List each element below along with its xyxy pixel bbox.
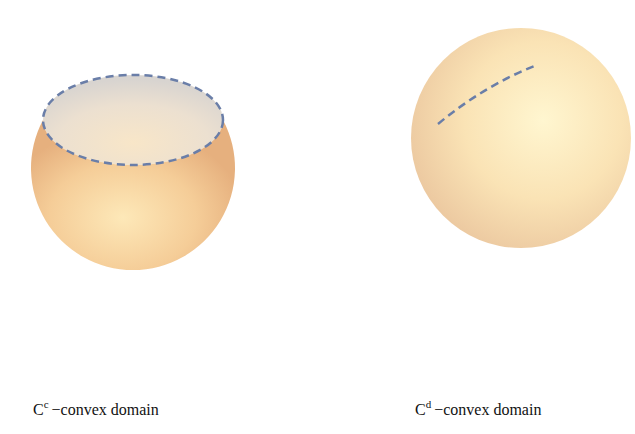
superscript: c	[44, 398, 49, 410]
superscript: d	[426, 398, 432, 410]
caption-text: C	[415, 401, 426, 418]
caption-line: Cc−convex domain	[33, 398, 159, 419]
caption-text: −convex domain	[434, 401, 541, 418]
inner-surface	[43, 75, 223, 165]
caption-text: −convex domain	[52, 401, 159, 418]
open-sphere-body	[31, 120, 235, 270]
caption-line: Cd−convex domain	[415, 398, 541, 419]
dashed-rim	[43, 75, 223, 165]
closed-sphere	[411, 28, 631, 248]
dashed-curve	[438, 65, 537, 124]
caption-text: C	[33, 401, 44, 418]
